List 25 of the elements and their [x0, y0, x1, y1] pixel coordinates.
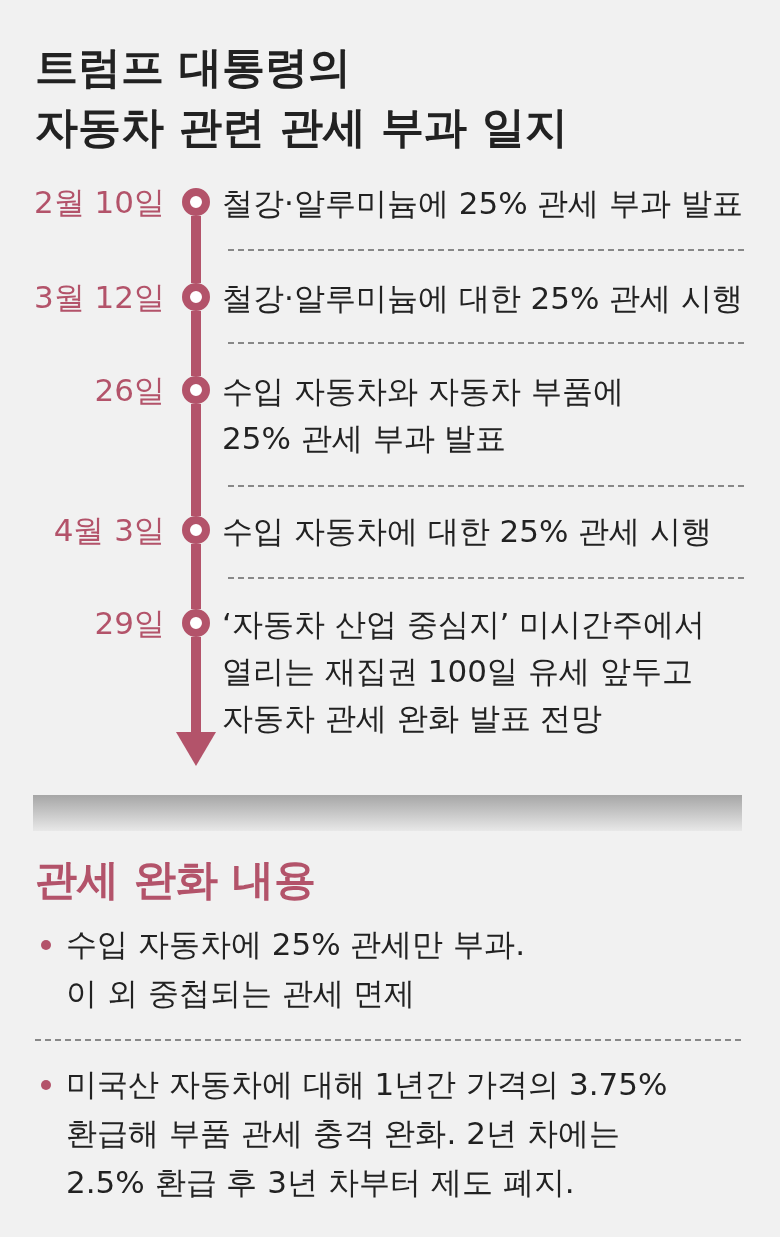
timeline-dot — [182, 283, 210, 311]
bullet-text: 미국산 자동차에 대해 1년간 가격의 3.75% 환급해 부품 관세 충격 완화. 2년 차에는 2.5% 환급 후 3년 차부터 제도 폐지. — [66, 1065, 669, 1202]
event-text: 수입 자동차와 자동차 부품에 25% 관세 부과 발표 — [222, 372, 625, 458]
date-label: 26일 — [94, 371, 165, 410]
timeline-dot — [182, 609, 210, 637]
timeline-line — [191, 216, 201, 283]
timeline-dot — [182, 376, 210, 404]
event-text: 철강·알루미늄에 25% 관세 부과 발표 — [222, 184, 745, 223]
timeline-line — [191, 544, 201, 609]
timeline-line — [191, 311, 201, 376]
event-text: 수입 자동차에 대한 25% 관세 시행 — [222, 512, 714, 551]
section-heading: 관세 완화 내용 — [35, 854, 318, 906]
date-label: 2월 10일 — [33, 183, 165, 222]
bullet-text: 수입 자동차에 25% 관세만 부과. 이 외 중첩되는 관세 면제 — [66, 925, 527, 1013]
date-label: 4월 3일 — [53, 511, 165, 550]
timeline-line — [191, 404, 201, 516]
event-text: 철강·알루미늄에 대한 25% 관세 시행 — [222, 279, 745, 318]
divider-bar — [33, 795, 742, 831]
timeline-dot — [182, 188, 210, 216]
event-text: ‘자동차 산업 중심지’ 미시간주에서 열리는 재집권 100일 유세 앞두고 자동차 관세 완화 발표 전망 — [222, 605, 707, 738]
timeline-arrow — [176, 637, 216, 766]
date-label: 3월 12일 — [33, 278, 165, 317]
date-label: 29일 — [94, 604, 165, 643]
title: 트럼프 대통령의 자동차 관련 관세 부과 일지 — [35, 41, 569, 154]
timeline-dot — [182, 516, 210, 544]
